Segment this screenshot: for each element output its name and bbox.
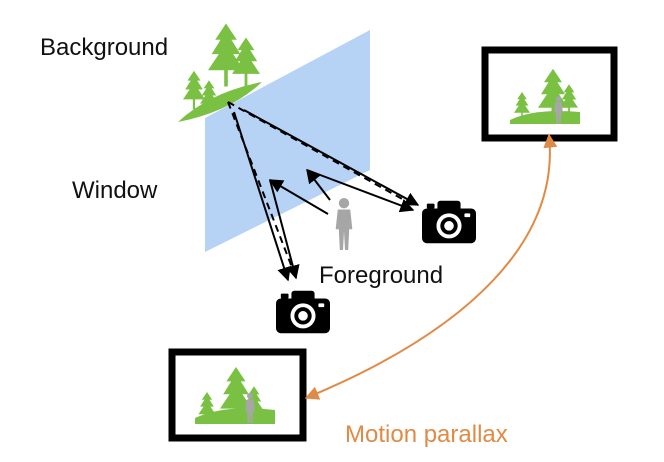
motion-parallax-arrow <box>304 133 558 400</box>
camera-icon <box>422 200 476 244</box>
photo-frame-icon <box>481 46 618 142</box>
motion-parallax-label: Motion parallax <box>345 421 508 448</box>
background-label: Background <box>40 34 168 61</box>
background-tree-icon <box>178 23 262 122</box>
foreground-label: Foreground <box>319 262 443 289</box>
foreground-person-icon <box>335 198 353 250</box>
window-panel <box>205 30 370 252</box>
window-label: Window <box>72 177 158 204</box>
camera-icon <box>276 290 330 334</box>
photo-frame-icon <box>168 348 307 442</box>
